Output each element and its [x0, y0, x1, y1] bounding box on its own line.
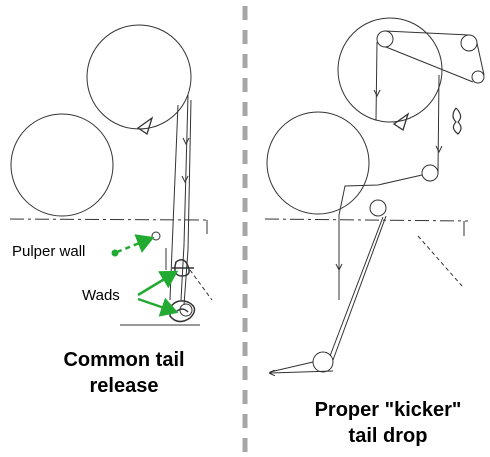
right-upper-dryer-can — [337, 17, 443, 123]
lower-roll — [179, 303, 193, 317]
sheet-path-main — [180, 94, 189, 301]
right-caption-line1: Proper "kicker" — [314, 399, 462, 421]
left-caption-line2: release — [89, 375, 159, 397]
felt-roll-middle — [421, 164, 439, 182]
left-sketch — [9, 24, 213, 326]
pulper-wall-label: Pulper wall — [12, 243, 86, 260]
sheet-arrow-mark — [182, 137, 190, 146]
wads-label: Wads — [82, 287, 120, 304]
felt-roll-far-right — [471, 70, 485, 84]
floor-line — [9, 218, 211, 221]
pulper-wall-dot — [111, 249, 119, 257]
left-caption-line1: Common tail — [63, 349, 185, 371]
right-caption: Proper "kicker" tail drop — [293, 397, 483, 449]
felt-loop — [384, 30, 485, 83]
felt-roll-top-left — [376, 30, 394, 48]
sheet-path-b — [183, 99, 192, 306]
kicker-roll — [369, 199, 387, 217]
right-caption-line2: tail drop — [348, 425, 428, 447]
right-arrow-mark-1 — [435, 145, 443, 154]
wads-arrow-lower — [137, 297, 179, 317]
felt-down-right — [437, 74, 440, 174]
sheet-arrow-mark-2 — [181, 175, 189, 184]
pulper-wall-marker — [151, 231, 161, 241]
pulper-wall-arrow — [116, 234, 155, 254]
felt-roll-top-right — [460, 34, 478, 52]
wads-arrow-upper — [137, 270, 179, 297]
right-floor-line — [264, 218, 469, 222]
sheet-path-c — [169, 104, 179, 301]
upper-dryer-can — [86, 24, 192, 130]
annotation-arrows — [111, 234, 179, 317]
felt-return — [338, 174, 423, 300]
right-lower-dryer-can — [266, 111, 370, 215]
right-sheet-path — [329, 41, 384, 357]
doctor-blade — [136, 116, 154, 136]
right-sheet-path-2 — [332, 215, 387, 361]
pulper-diagonal — [189, 269, 213, 301]
lower-dryer-can — [10, 113, 114, 217]
bottom-run — [270, 361, 334, 373]
right-sketch — [264, 17, 485, 373]
steam-squiggle — [452, 107, 462, 135]
right-arrow-mark-2 — [335, 263, 343, 272]
left-caption: Common tail release — [40, 347, 208, 399]
right-arrow-mark-3 — [373, 89, 381, 98]
right-doctor-blade — [392, 112, 410, 132]
right-pulper-diagonal — [417, 235, 463, 287]
